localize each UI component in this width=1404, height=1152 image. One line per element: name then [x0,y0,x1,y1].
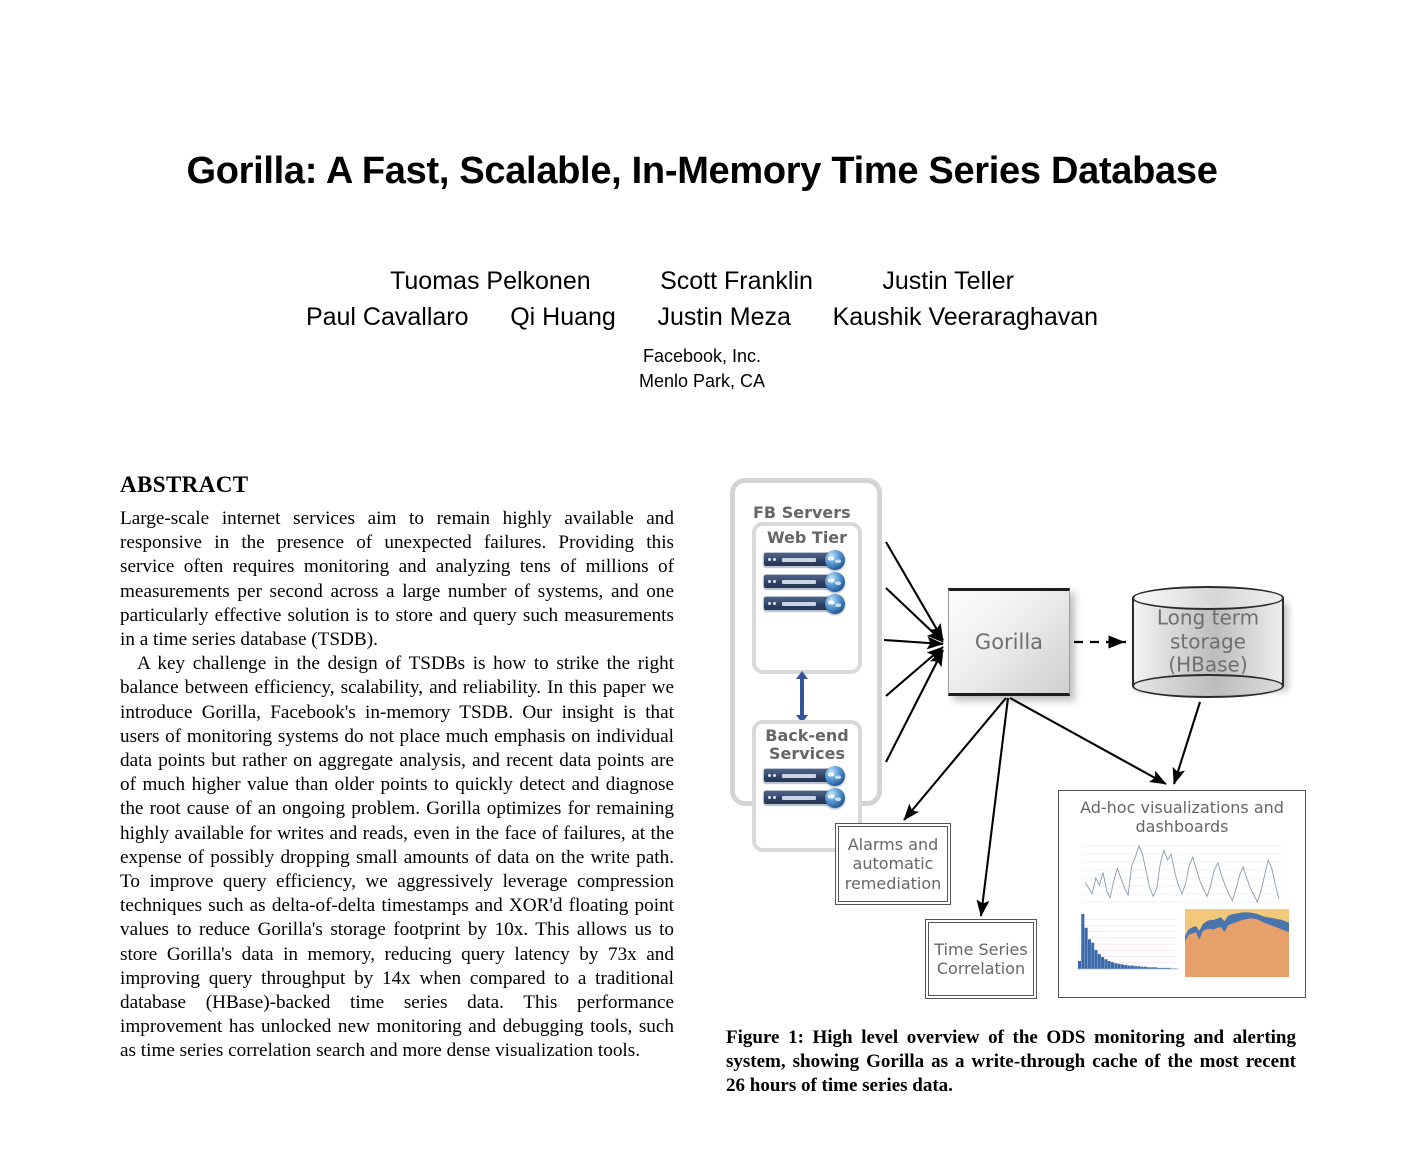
figure-column: FB Servers Web Tier Back-end Services Go… [726,470,1306,1010]
web-tier-server-list [756,549,858,614]
adhoc-visualizations-panel: Ad-hoc visualizations and dashboards [1058,790,1306,998]
time-series-correlation-label: Time Series Correlation [934,939,1028,978]
mini-histogram-chart [1073,908,1181,977]
storage-line-2: storage [1170,629,1246,654]
alarms-label: Alarms and automatic remediation [844,835,942,893]
abstract-paragraph-2: A key challenge in the design of TSDBs i… [120,653,674,1062]
backend-server-list [756,765,858,808]
time-series-correlation-node: Time Series Correlation [928,922,1034,996]
adhoc-visualizations-title: Ad-hoc visualizations and dashboards [1080,798,1284,836]
mini-charts-group [1059,843,1305,977]
figure-1-diagram: FB Servers Web Tier Back-end Services Go… [726,470,1306,1010]
author-row-1: Tuomas Pelkonen Scott Franklin Justin Te… [390,267,1014,295]
affiliation: Facebook, Inc. Menlo Park, CA [0,344,1404,394]
web-tier-box: Web Tier [752,522,862,674]
backend-services-label: Back-end Services [765,726,849,763]
bidirectional-arrow-icon [796,671,808,723]
figure-caption: Figure 1: High level overview of the ODS… [726,1027,1296,1096]
storage-line-1: Long term [1156,605,1260,630]
server-icon [763,787,851,808]
server-icon [763,549,851,570]
gorilla-to-correlation-arrow [976,697,1010,917]
server-icon [763,571,851,592]
mini-charts-bottom-row [1073,908,1291,977]
storage-line-3: (HBase) [1168,652,1248,677]
author-row-2: Paul Cavallaro Qi Huang Justin Meza Kaus… [305,302,1099,331]
web-tier-label: Web Tier [766,528,848,547]
mini-line-chart [1082,843,1282,905]
author-list: Tuomas Pelkonen Scott Franklin Justin Te… [0,264,1404,335]
abstract-paragraph-1: Large-scale internet services aim to rem… [120,508,674,651]
gorilla-to-visualizations-arrow [1009,697,1167,785]
mini-area-chart [1185,908,1289,977]
abstract-column: ABSTRACT Large-scale internet services a… [120,472,674,1064]
gorilla-to-alarms-arrow [903,697,1007,821]
server-icon [763,593,851,614]
fb-servers-label: FB Servers [753,503,851,522]
server-icon [763,765,851,786]
alarms-node: Alarms and automatic remediation [838,826,948,902]
affiliation-org: Facebook, Inc. [642,346,762,366]
long-term-storage-cylinder: Long term storage (HBase) [1132,586,1284,698]
gorilla-node: Gorilla [948,588,1070,696]
storage-to-visualizations-arrow [1172,701,1202,785]
abstract-heading: ABSTRACT [120,472,249,497]
affiliation-location: Menlo Park, CA [638,370,766,391]
page-title: Gorilla: A Fast, Scalable, In-Memory Tim… [186,150,1218,192]
long-term-storage-label: Long term storage (HBase) [1132,605,1284,678]
gorilla-label: Gorilla [974,630,1044,654]
